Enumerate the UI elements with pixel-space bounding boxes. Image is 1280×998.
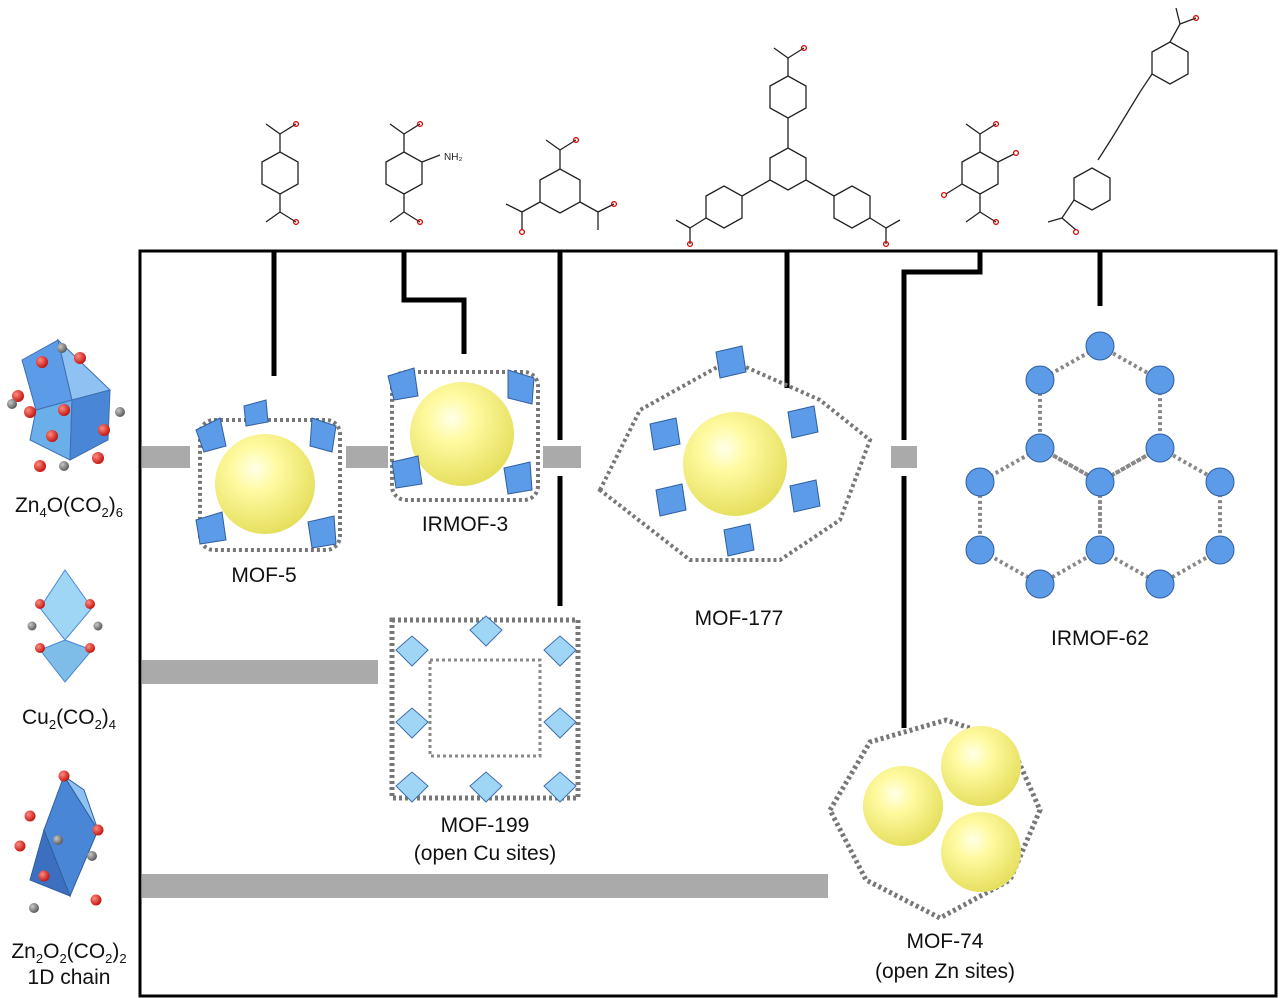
sbu-bars [142,446,917,898]
irmof62-structure [965,331,1235,599]
sbu-bar-mof74 [142,874,828,898]
sbu-bar-irmof62 [891,446,917,468]
mof199-structure [389,615,581,803]
mof-label-mof199: MOF-199 [440,814,530,837]
linker-nh2-bdc [385,120,441,226]
sbu-label-zn4o: Zn4O(CO2)6 [14,494,124,521]
sbu-cu2-illustration [27,569,103,683]
linker-structures [261,7,1200,248]
linker-connectors [271,252,1103,728]
sbu-label-cu2: Cu2(CO2)4 [21,706,117,733]
mof-label-mof74-sub: (open Zn sites) [874,960,1016,983]
mof74-structure [827,717,1043,921]
sbu-bar-mof5 [142,446,190,468]
linker-bdc [261,120,300,226]
framework-frame [138,249,1278,998]
linker-dobdc [940,120,1020,226]
amino-label: NH₂ [444,152,462,163]
connector-irmof3 [401,252,467,354]
sbu-bar-mof199 [142,660,378,684]
mof-label-mof74: MOF-74 [906,930,984,953]
sbu-bar-irmof3 [346,446,388,468]
mof5-structure [195,399,342,552]
sbu-label-zn2o2-line2: 1D chain [27,966,111,989]
mof-label-mof5: MOF-5 [231,564,297,587]
sbu-zn2o2-illustration [14,770,104,913]
mof-label-irmof3: IRMOF-3 [421,513,509,536]
connector-mof74-upper [901,252,983,440]
linker-long-dicarboxylate [1047,7,1200,236]
sbu-bar-mof177 [543,446,581,468]
mof177-structure [597,345,873,562]
sbu-zn4o-illustration [7,338,125,472]
sbu-label-zn2o2: Zn2O2(CO2)2 [11,940,127,967]
mof-label-mof177: MOF-177 [694,607,784,630]
mof-label-irmof62: IRMOF-62 [1050,627,1149,650]
linker-btc [505,136,618,236]
mof-label-mof199-sub: (open Cu sites) [413,842,557,865]
linker-btb [675,44,901,248]
irmof3-structure [387,367,540,502]
